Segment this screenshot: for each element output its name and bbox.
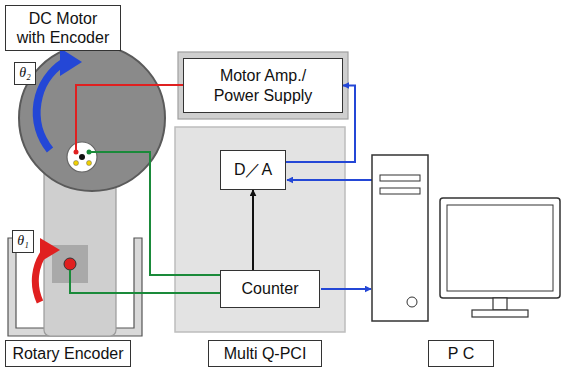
monitor-neck <box>493 298 507 310</box>
signal-arrow <box>252 190 254 270</box>
monitor-screen <box>447 205 553 291</box>
process-box: Counter <box>220 270 320 308</box>
arrow-head <box>60 48 82 76</box>
signal-line <box>321 288 371 290</box>
caption-box: P C <box>428 340 494 367</box>
node-label: DC Motor with Encoder <box>15 9 111 47</box>
signal-line <box>287 179 372 181</box>
drive-bay <box>380 175 420 181</box>
pci-board <box>175 127 345 332</box>
amp-housing <box>178 52 348 119</box>
node-label: θ₂ <box>19 65 31 82</box>
encoder-axis <box>64 258 76 270</box>
motor-hub <box>67 142 97 172</box>
process-box: Motor Amp./ Power Supply <box>183 58 343 113</box>
node-label: Counter <box>242 279 299 298</box>
motor-disc <box>19 45 165 191</box>
node-label: P C <box>448 344 474 363</box>
encoder-wire <box>70 270 220 293</box>
node-label: θ₁ <box>17 233 29 250</box>
caption-box: Rotary Encoder <box>5 340 131 367</box>
hub-dot <box>74 161 79 166</box>
title-box: DC Motor with Encoder <box>5 5 121 51</box>
pc-tower <box>372 155 428 321</box>
node-label: Rotary Encoder <box>12 344 123 363</box>
node-label: D／A <box>234 160 272 179</box>
drive-bay <box>380 188 420 194</box>
angle-label: θ₁ <box>12 230 34 253</box>
hub-center <box>79 154 85 160</box>
monitor <box>440 198 560 298</box>
rotation-arrow <box>37 62 64 150</box>
process-box: D／A <box>220 150 286 190</box>
caption-box: Multi Q-PCI <box>208 340 322 367</box>
arrow-head <box>40 238 60 262</box>
power-button <box>407 297 417 307</box>
angle-label: θ₂ <box>14 62 36 85</box>
power-wire <box>76 85 183 152</box>
monitor-base <box>472 310 528 317</box>
encoder-wire <box>89 152 220 275</box>
node-label: Multi Q-PCI <box>224 344 307 363</box>
hub-dot <box>87 161 92 166</box>
node-label: Motor Amp./ Power Supply <box>208 66 318 104</box>
